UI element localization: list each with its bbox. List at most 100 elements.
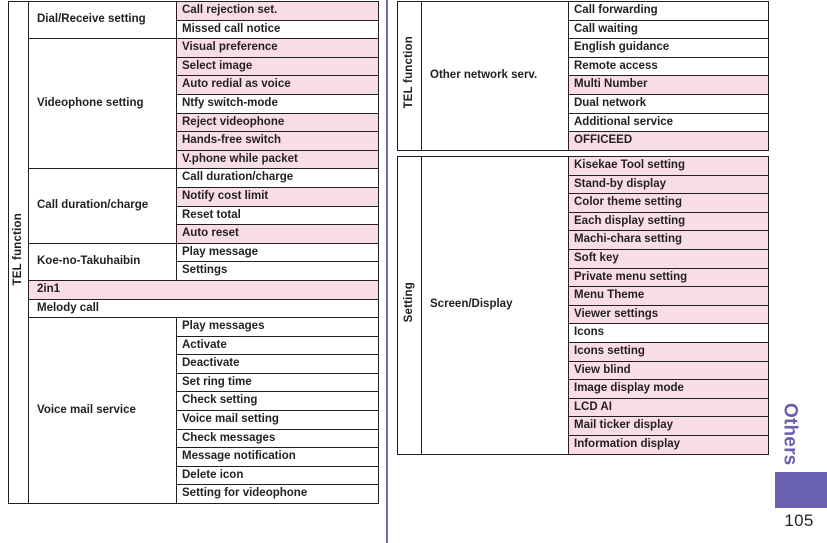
table-row: Melody call [9,298,379,319]
function-item-cell: Image display mode [568,379,769,399]
side-tab-color-block [775,472,827,508]
function-category-cell: Dial/Receive setting [28,0,177,40]
function-item-cell: Notify cost limit [176,186,379,207]
function-item-cell: Reject videophone [176,112,379,133]
function-category-cell: Videophone setting [28,38,177,170]
function-item-cell: Check setting [176,391,379,412]
function-item-cell: Multi Number [568,75,769,95]
vertical-section-header-label: TEL function [11,212,24,286]
function-item-cell: V.phone while packet [176,149,379,170]
vertical-section-header: Setting [397,156,422,455]
table-row: 2in1 [9,279,379,300]
table-row: Delete icon [9,465,379,486]
function-item-cell: Kisekae Tool setting [568,156,769,176]
table-row: Reject videophone [9,112,379,133]
table-row: Setting for videophone [9,484,379,505]
function-item-cell: Icons setting [568,341,769,362]
table-row: Private menu setting [398,267,769,288]
function-category-cell: Screen/Display [421,156,569,455]
table-row: Set ring time [9,372,379,393]
table-row: Check setting [9,391,379,412]
table-row: View blind [398,360,769,381]
side-tab-label: Others [779,402,801,466]
function-item-cell: Voice mail setting [176,410,379,430]
function-item-cell: Call duration/charge [176,168,379,188]
table-row: Message notification [9,447,379,467]
function-item-cell: Call forwarding [568,1,769,21]
function-item-cell: Auto redial as voice [176,75,379,95]
function-item-cell: Dual network [568,93,769,114]
function-item-cell: Set ring time [176,372,379,393]
function-item-cell: Hands-free switch [176,131,379,151]
table-row: English guidance [398,38,769,58]
table-row: Select image [9,56,379,77]
function-item-cell: Mail ticker display [568,416,769,436]
function-item-cell: Delete icon [176,465,379,486]
table-row: Check messages [9,428,379,449]
column-divider-rule [386,0,388,543]
function-item-cell: Soft key [568,248,769,269]
function-item-cell: OFFICEED [568,131,769,151]
function-item-cell: Call rejection set. [176,1,379,21]
table-row: Reset total [9,205,379,226]
function-item-cell: Reset total [176,205,379,226]
table-row: Activate [9,335,379,356]
vertical-section-header-label: Setting [402,281,415,323]
function-category-cell: Koe-no-Takuhaibin [28,242,177,281]
function-item-cell: View blind [568,360,769,381]
table-row: Menu Theme [398,286,769,306]
table-row: Viewer settings [398,304,769,325]
function-item-cell: Icons [568,323,769,343]
function-item-cell: Deactivate [176,354,379,374]
table-row: Multi Number [398,75,769,95]
function-item-cell: Information display [568,434,769,455]
table-row: Soft key [398,248,769,269]
function-item-cell: Ntfy switch-mode [176,93,379,114]
function-item-cell: Machi-chara setting [568,230,769,250]
function-item-cell: Setting for videophone [176,484,379,505]
table-row: Hands-free switch [9,131,379,151]
table-row: OFFICEED [398,131,769,151]
function-category-cell: Other network serv. [421,1,569,151]
function-item-cell: Select image [176,56,379,77]
function-item-cell: Activate [176,335,379,356]
function-item-cell: Remote access [568,56,769,77]
function-item-cell: Additional service [568,112,769,133]
table-row: Icons [398,323,769,343]
function-item-cell: Call waiting [568,19,769,40]
function-category-cell: Call duration/charge [28,168,177,244]
table-row: Voice mail setting [9,410,379,430]
function-item-cell: Settings [176,261,379,281]
table-row: Mail ticker display [398,416,769,436]
function-item-cell: Menu Theme [568,286,769,306]
function-item-cell: Color theme setting [568,193,769,213]
table-row: Icons setting [398,341,769,362]
function-item-cell: Auto reset [176,224,379,244]
function-item-cell: Visual preference [176,38,379,58]
function-item-cell: Stand-by display [568,174,769,195]
function-item-cell: Play message [176,242,379,263]
vertical-section-header: TEL function [8,0,29,505]
table-row: V.phone while packet [9,149,379,170]
table-row: Information display [398,434,769,455]
function-category-cell: Voice mail service [28,317,177,505]
function-item-cell: Play messages [176,317,379,337]
function-item-cell: Message notification [176,447,379,467]
function-item-cell: Private menu setting [568,267,769,288]
function-item-cell: Viewer settings [568,304,769,325]
table-row: Settings [9,261,379,281]
function-item-cell: Missed call notice [176,19,379,40]
page-number: 105 [784,511,814,530]
